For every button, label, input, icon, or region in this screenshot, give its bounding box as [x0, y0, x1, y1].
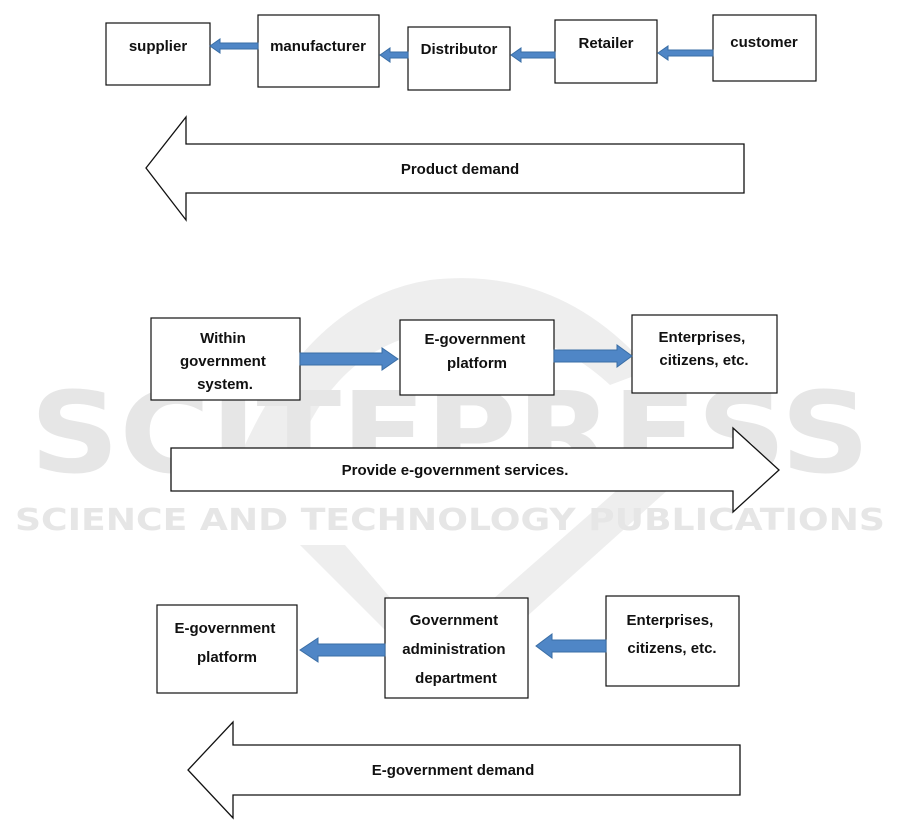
- distributor-label: Distributor: [421, 41, 498, 58]
- customer-label: customer: [730, 34, 798, 51]
- supplier-label: supplier: [129, 38, 188, 55]
- government-administration-line-1: Government: [410, 612, 498, 629]
- within-government-line-1: Within: [200, 330, 246, 347]
- e-government-demand-big-arrow: [187, 720, 741, 820]
- section-product-demand: supplier manufacturer Distributor Retail…: [105, 14, 817, 222]
- product-demand-big-arrow: [145, 115, 745, 222]
- government-administration-box: [384, 597, 529, 699]
- e-government-platform-2-line-2: platform: [197, 649, 257, 666]
- e-government-platform-line-2: platform: [447, 355, 507, 372]
- provide-services-big-arrow: [170, 426, 780, 514]
- section-e-government-demand: E-government platform Government adminis…: [156, 595, 741, 820]
- government-administration-line-2: administration: [402, 641, 505, 658]
- distributor-box: [407, 26, 511, 91]
- enterprises-citizens-box-2: [605, 595, 740, 687]
- manufacturer-label: manufacturer: [270, 38, 366, 55]
- e-government-platform-label-2: E-government platform: [174, 620, 279, 666]
- connector-arrow-enterprises-to-administration: [535, 633, 607, 659]
- within-government-line-2: government: [180, 353, 266, 370]
- e-government-platform-line-1: E-government: [424, 331, 525, 348]
- retailer-box: [554, 19, 658, 84]
- e-government-demand-label: E-government demand: [372, 762, 535, 779]
- customer-box: [712, 14, 817, 82]
- enterprises-citizens-label: Enterprises, citizens, etc.: [659, 329, 750, 369]
- connector-arrow-within-to-platform: [299, 347, 399, 371]
- connector-arrow-customer-to-retailer: [657, 45, 714, 61]
- product-demand-label: Product demand: [401, 161, 519, 178]
- connector-arrow-manufacturer-to-supplier: [209, 38, 259, 54]
- enterprises-citizens-2-line-1: Enterprises,: [627, 612, 714, 629]
- enterprises-citizens-line-1: Enterprises,: [659, 329, 746, 346]
- provide-services-label: Provide e-government services.: [342, 462, 569, 479]
- enterprises-citizens-box: [631, 314, 778, 394]
- enterprises-citizens-label-2: Enterprises, citizens, etc.: [627, 612, 718, 657]
- connector-arrow-platform-to-enterprises: [553, 344, 633, 368]
- connector-arrow-distributor-to-manufacturer: [379, 47, 409, 63]
- e-government-platform-box-2: [156, 604, 298, 694]
- e-government-platform-label: E-government platform: [424, 331, 529, 372]
- connector-arrow-administration-to-platform: [299, 637, 386, 663]
- within-government-label: Within government system.: [180, 330, 270, 393]
- e-government-platform-2-line-1: E-government: [174, 620, 275, 637]
- retailer-label: Retailer: [578, 35, 633, 52]
- government-administration-line-3: department: [415, 670, 497, 687]
- enterprises-citizens-2-line-2: citizens, etc.: [627, 640, 716, 657]
- watermark-subtitle: SCIENCE AND TECHNOLOGY PUBLICATIONS: [15, 503, 885, 538]
- government-administration-label: Government administration department: [402, 612, 510, 687]
- within-government-line-3: system.: [197, 376, 253, 393]
- manufacturer-box: [257, 14, 380, 88]
- connector-arrow-retailer-to-distributor: [510, 47, 556, 63]
- section-provide-services: Within government system. E-government p…: [150, 314, 780, 514]
- supplier-box: [105, 22, 211, 86]
- enterprises-citizens-line-2: citizens, etc.: [659, 352, 748, 369]
- within-government-box: [150, 317, 301, 401]
